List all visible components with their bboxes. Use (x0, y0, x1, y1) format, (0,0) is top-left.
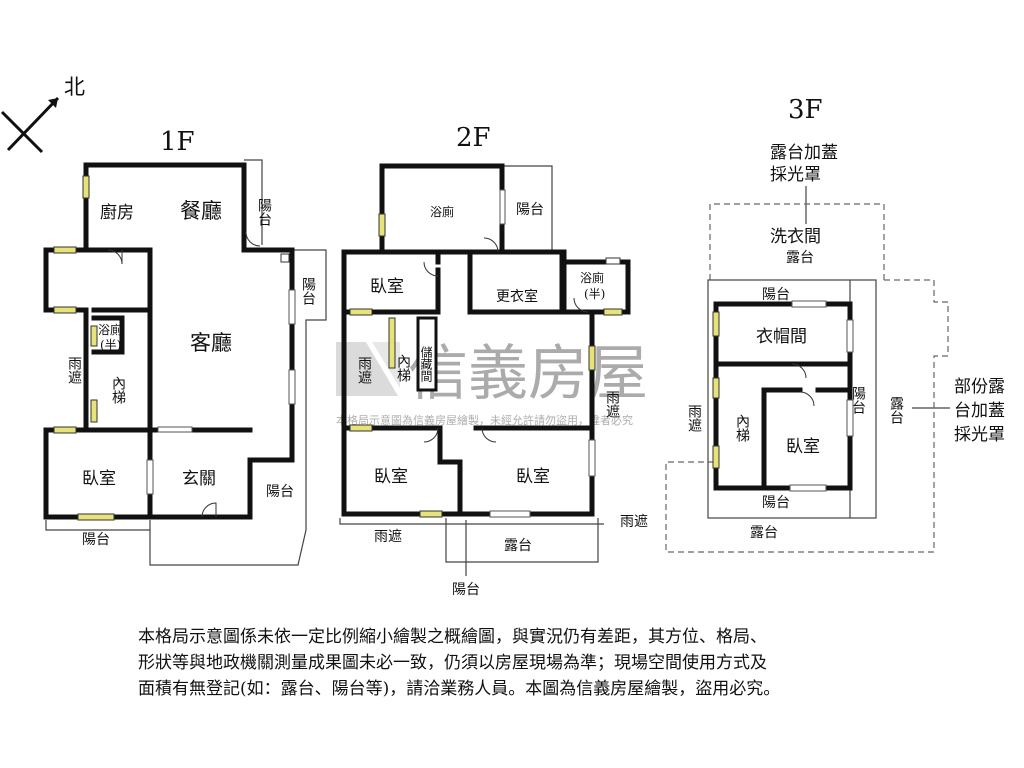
f1-balcony-right-label: 陽台 (300, 277, 316, 305)
f2-storage-label: 儲藏間 (419, 346, 433, 382)
f1-dining-label: 餐廳 (180, 199, 222, 223)
f1-foyer-label: 玄關 (182, 469, 216, 489)
floor-3f: 3F 露台加蓋 採光罩 部份露 台加蓋 採光罩 洗衣間 露台 陽台 (665, 95, 1005, 553)
watermark: 信義房屋 本格局示意圖為信義房屋繪製，未經允許請勿盜用，違者必究 (336, 339, 648, 427)
f3-note-right-line1: 部份露 (954, 377, 1005, 397)
f3-laundry-label: 洗衣間 (770, 227, 821, 247)
f2-canopy-right-label: 雨遮 (604, 390, 620, 418)
disclaimer-line-3: 面積有無登記(如：露台、陽台等)，請洽業務人員。本圖為信義房屋繪製，盜用必究。 (138, 679, 781, 699)
f3-terrace-bottom-label: 露台 (750, 525, 778, 541)
f2-balcony-bottom-label: 陽台 (452, 582, 480, 598)
f3-terrace-top-label: 露台 (786, 250, 814, 266)
disclaimer-line-1: 本格局示意圖係未依一定比例縮小繪製之概繪圖，與實況仍有差距，其方位、格局、 (138, 627, 767, 647)
f1-canopy-label: 雨遮 (66, 356, 82, 384)
f2-bath-half-label-b: (半) (584, 287, 605, 301)
floor-2f-title: 2F (456, 123, 491, 153)
floor-plan-diagram: 北 信義房屋 本格局示意圖為信義房屋繪製，未經允許請勿盜用，違者必究 1F (0, 75, 1005, 598)
f1-living-label: 客廳 (190, 331, 232, 355)
f1-balcony-bottom-label: 陽台 (82, 532, 110, 548)
f1-stair-label: 內梯 (110, 376, 126, 405)
f2-bedroom-right-label: 臥室 (516, 467, 550, 487)
f1-balcony-top-label: 陽台 (256, 198, 272, 226)
f3-canopy-label: 雨遮 (686, 404, 702, 432)
f3-balcony-right-label: 陽台 (850, 386, 866, 414)
watermark-brand: 信義房屋 (408, 339, 648, 409)
f3-walkin-label: 衣帽間 (756, 327, 807, 347)
f3-note-right-line3: 採光罩 (954, 425, 1005, 445)
f1-bath-half-label-a: 浴廁 (98, 322, 122, 337)
compass: 北 (0, 75, 85, 154)
f2-balcony-top-label: 陽台 (516, 202, 544, 218)
f2-bath-label: 浴廁 (430, 204, 454, 219)
floor-2f: 2F (339, 123, 648, 598)
f3-note-top-line1: 露台加蓋 (770, 143, 838, 163)
f2-bedroom-top-label: 臥室 (370, 277, 404, 297)
f1-bedroom-label: 臥室 (82, 469, 116, 489)
floor-1f: 1F 廚房 餐廳 陽台 陽台 客廳 浴廁 ( (43, 127, 327, 566)
f3-terrace-right-label: 露台 (888, 396, 904, 424)
watermark-notice: 本格局示意圖為信義房屋繪製，未經允許請勿盜用，違者必究 (336, 413, 633, 427)
f3-stair-label: 內梯 (734, 414, 750, 443)
floor-3f-title: 3F (788, 95, 823, 125)
f1-balcony-bottom-right-label: 陽台 (266, 484, 294, 500)
compass-north-label: 北 (64, 75, 85, 99)
f2-stair-label: 內梯 (395, 354, 411, 383)
disclaimer-text: 本格局示意圖係未依一定比例縮小繪製之概繪圖，與實況仍有差距，其方位、格局、 形狀… (138, 624, 898, 702)
disclaimer-line-2: 形狀等與地政機關測量成果圖未必一致，仍須以房屋現場為準；現場空間使用方式及 (138, 653, 767, 673)
f2-bath-half-label-a: 浴廁 (580, 270, 604, 285)
f2-bedroom-left-label: 臥室 (374, 467, 408, 487)
f3-note-right-line2: 台加蓋 (954, 401, 1005, 421)
f1-kitchen-label: 廚房 (100, 202, 134, 223)
f3-bedroom-label: 臥室 (786, 437, 820, 457)
f2-terrace-label: 露台 (504, 538, 532, 554)
f2-canopy-bottom-right-label: 雨遮 (620, 514, 648, 530)
floor-1f-title: 1F (160, 127, 195, 157)
f3-balcony-bottom-label: 陽台 (762, 495, 790, 511)
f2-canopy-bottom-left-label: 雨遮 (374, 529, 402, 545)
f3-balcony-top-label: 陽台 (762, 287, 790, 303)
f3-note-top-line2: 採光罩 (770, 165, 821, 185)
f2-closet-label: 更衣室 (496, 288, 538, 305)
f2-canopy-left-label: 雨遮 (356, 356, 372, 384)
f1-bath-half-label-b: (半) (100, 338, 121, 352)
